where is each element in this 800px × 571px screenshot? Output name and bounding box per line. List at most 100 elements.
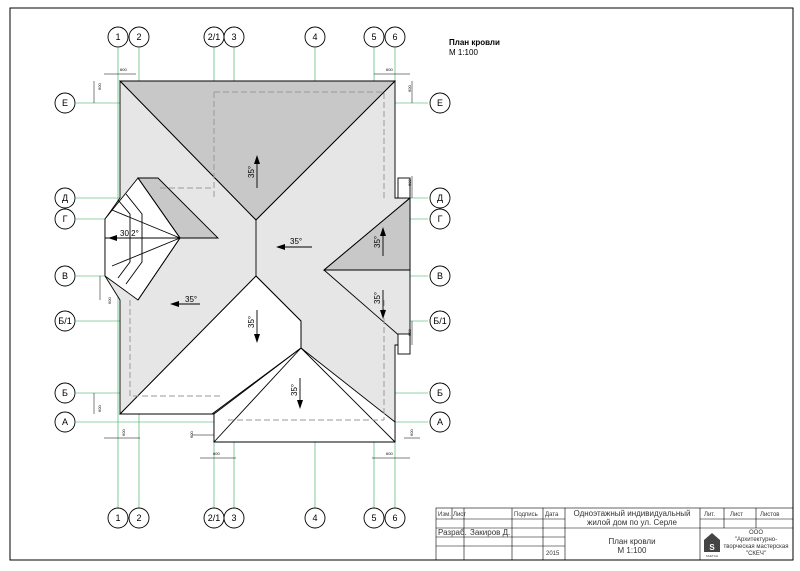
axis-bubble: Г (429, 208, 451, 230)
svg-text:600: 600 (120, 67, 127, 72)
axis-bubble: Б (429, 382, 451, 404)
project-name-line1: Одноэтажный индивидуальный (574, 509, 691, 518)
svg-text:Д: Д (437, 193, 443, 203)
axis-bubble: Е (429, 92, 451, 114)
svg-text:1: 1 (115, 513, 120, 523)
svg-text:Закиров Д.: Закиров Д. (470, 528, 510, 537)
svg-text:творческая мастерская: творческая мастерская (723, 544, 788, 550)
svg-text:Разраб.: Разраб. (438, 528, 467, 537)
overhang-dimensions: 600 600 600 600 600 600 600 600 600 600 … (93, 67, 420, 459)
axis-bubble: А (429, 411, 451, 433)
svg-text:2/1: 2/1 (208, 513, 221, 523)
svg-text:Б/1: Б/1 (433, 316, 446, 326)
axis-bubble: 4 (304, 26, 326, 48)
axis-bubble: В (429, 265, 451, 287)
axis-bubble: А (54, 411, 76, 433)
axis-bubble: 5 (363, 26, 385, 48)
svg-text:600: 600 (407, 329, 412, 336)
svg-text:Подпись: Подпись (514, 512, 538, 518)
slope-label: 35° (290, 237, 302, 246)
svg-text:В: В (62, 271, 68, 281)
axis-bubble: 6 (384, 26, 406, 48)
slope-label: 35° (373, 292, 382, 304)
axis-bubble: Б/1 (429, 310, 451, 332)
axis-bubble: 2 (128, 507, 150, 529)
drawing-title: План кровли (449, 38, 500, 47)
svg-text:Б: Б (437, 388, 443, 398)
company-logo: S SKETCH (704, 533, 720, 558)
axis-bubble: 5 (363, 507, 385, 529)
svg-text:600: 600 (97, 405, 102, 412)
svg-text:Б/1: Б/1 (58, 316, 71, 326)
svg-text:А: А (437, 417, 443, 427)
svg-text:4: 4 (312, 32, 317, 42)
svg-text:2: 2 (136, 513, 141, 523)
svg-text:В: В (437, 271, 443, 281)
axis-bubbles-bottom: 1 2 2/1 3 4 5 6 (107, 507, 406, 529)
svg-text:600: 600 (407, 179, 412, 186)
axis-bubble: 2/1 (203, 26, 225, 48)
svg-text:600: 600 (189, 431, 194, 438)
svg-text:600: 600 (409, 429, 414, 436)
axis-bubbles-top: 1 2 2/1 3 4 5 6 (107, 26, 406, 48)
svg-text:Б: Б (62, 388, 68, 398)
svg-text:Листов: Листов (760, 512, 780, 518)
axis-bubble: 6 (384, 507, 406, 529)
axis-bubble: В (54, 265, 76, 287)
svg-text:"СКЕЧ": "СКЕЧ" (746, 551, 766, 557)
svg-text:6: 6 (392, 32, 397, 42)
svg-text:2015: 2015 (546, 551, 560, 557)
svg-text:600: 600 (386, 67, 393, 72)
svg-text:ООО: ООО (749, 530, 763, 536)
slope-label: 35° (185, 295, 197, 304)
svg-text:Г: Г (63, 214, 68, 224)
svg-text:3: 3 (231, 513, 236, 523)
svg-text:Лист: Лист (453, 512, 466, 518)
svg-text:Лист: Лист (730, 512, 743, 518)
axis-bubble: 3 (223, 26, 245, 48)
svg-text:600: 600 (107, 297, 112, 304)
axis-bubble: Б/1 (54, 310, 76, 332)
slope-label-dormer: 30.2° (120, 229, 139, 238)
svg-text:1: 1 (115, 32, 120, 42)
axis-bubble: Е (54, 92, 76, 114)
axis-bubbles-left: Е Д Г В Б/1 Б А (54, 92, 76, 433)
svg-text:Е: Е (62, 98, 68, 108)
slope-label: 35° (247, 166, 256, 178)
south-slope (213, 347, 396, 443)
axis-bubble: Г (54, 208, 76, 230)
svg-text:600: 600 (386, 451, 393, 456)
svg-text:Лит.: Лит. (704, 512, 715, 518)
sheet-frame (9, 7, 794, 561)
axis-bubble: 3 (223, 507, 245, 529)
axis-bubble: Б (54, 382, 76, 404)
svg-text:2: 2 (136, 32, 141, 42)
svg-text:4: 4 (312, 513, 317, 523)
svg-text:6: 6 (392, 513, 397, 523)
drawing-scale: М 1:100 (449, 48, 478, 57)
svg-text:Д: Д (62, 193, 68, 203)
svg-text:М 1:100: М 1:100 (618, 546, 647, 555)
slope-label: 35° (247, 316, 256, 328)
axis-bubble: 1 (107, 507, 129, 529)
axis-bubble: Д (54, 187, 76, 209)
axis-bubbles-right: Е Д Г В Б/1 Б А (429, 92, 451, 433)
svg-text:600: 600 (97, 83, 102, 90)
svg-text:5: 5 (371, 32, 376, 42)
axis-bubble: 4 (304, 507, 326, 529)
svg-text:Г: Г (438, 214, 443, 224)
axis-bubble: Д (429, 187, 451, 209)
axis-bubble: 2/1 (203, 507, 225, 529)
svg-text:S: S (709, 543, 715, 552)
svg-text:600: 600 (121, 429, 126, 436)
svg-text:"Архитектурно-: "Архитектурно- (735, 537, 777, 543)
project-name-line2: жилой дом по ул. Серле (587, 518, 678, 527)
svg-text:SKETCH: SKETCH (706, 554, 718, 558)
axis-bubble: 2 (128, 26, 150, 48)
title-block: Изм. Лист Подпись Дата Разраб. Закиров Д… (435, 507, 794, 561)
svg-text:Дата: Дата (545, 512, 559, 518)
svg-text:5: 5 (371, 513, 376, 523)
svg-text:3: 3 (231, 32, 236, 42)
roof-outline (104, 80, 411, 443)
